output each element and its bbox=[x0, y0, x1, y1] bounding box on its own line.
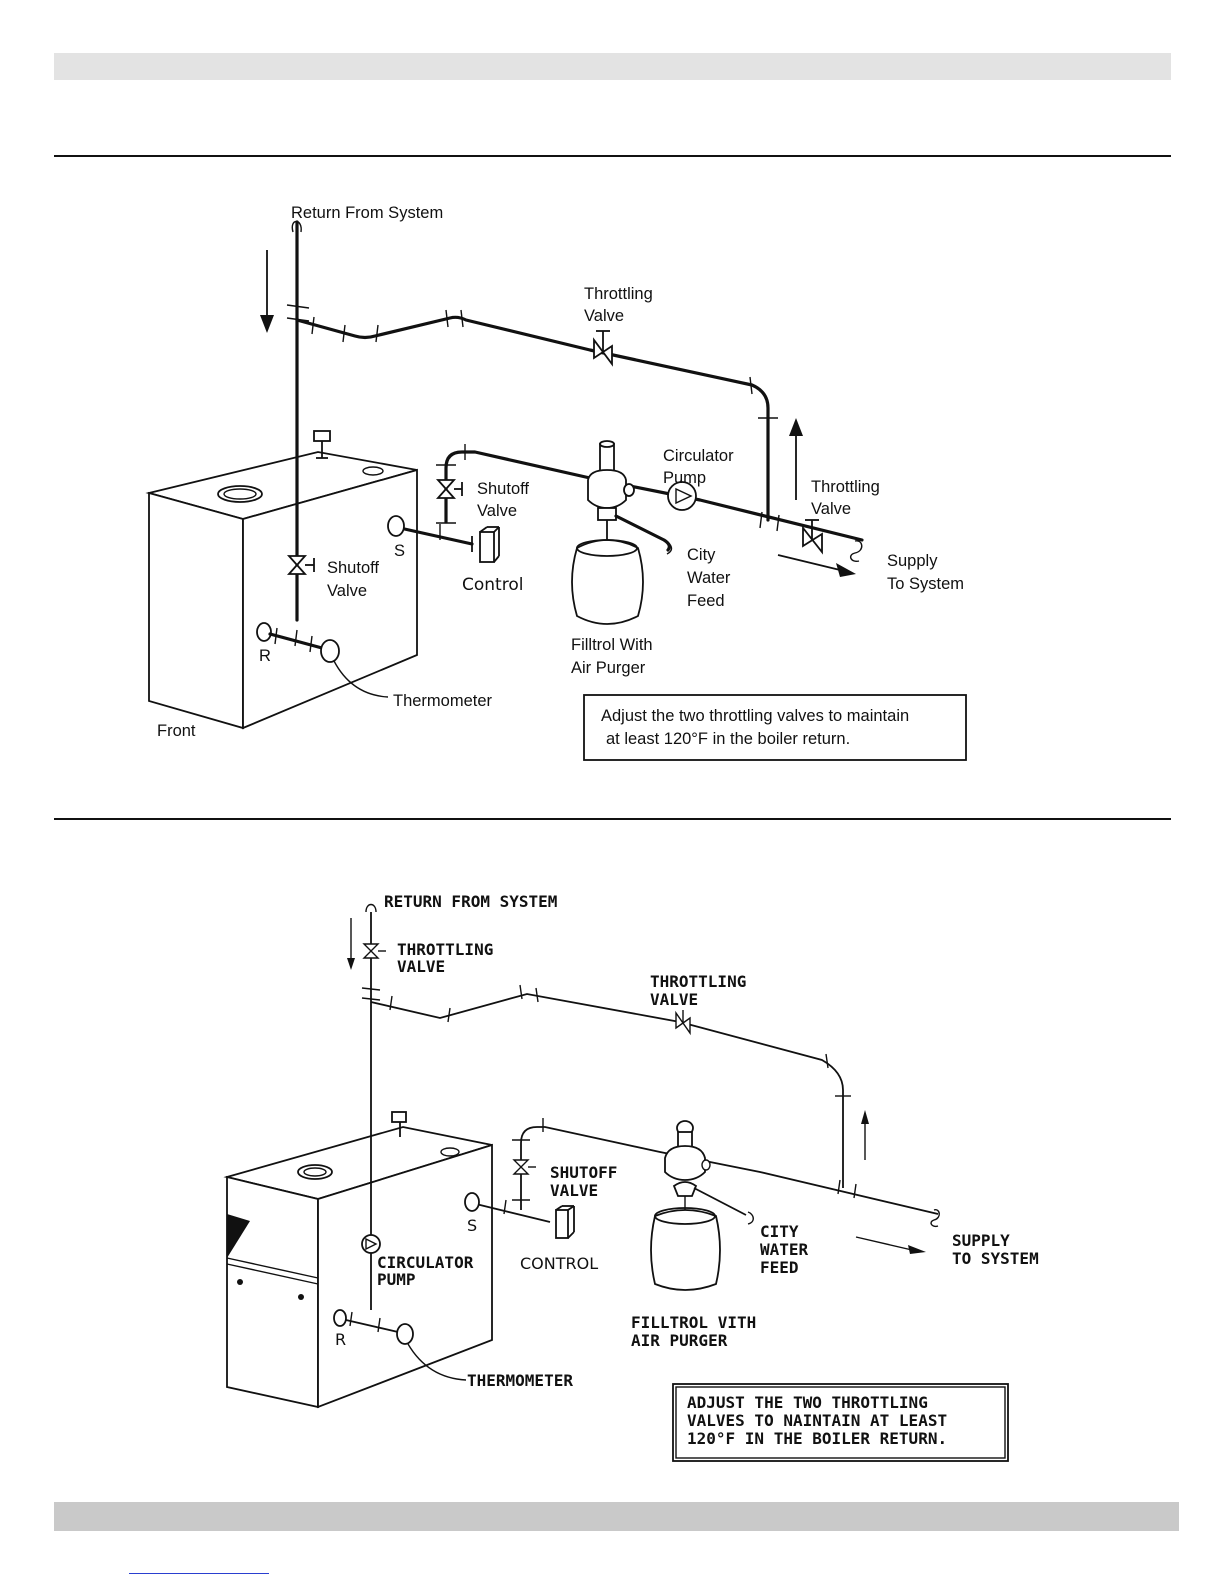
thermometer-2 bbox=[396, 1323, 414, 1345]
label-filltrol-1: Filltrol With bbox=[571, 636, 653, 654]
footer-bar bbox=[54, 1502, 1179, 1531]
label-supply-2: To System bbox=[887, 575, 964, 593]
label-filltrol-2-2: AIR PURGER bbox=[631, 1331, 728, 1350]
flow-arrow-up-2 bbox=[861, 1110, 869, 1160]
return-arrow-1 bbox=[260, 250, 274, 333]
shutoff-valve-1-right bbox=[435, 479, 463, 499]
supply-pipe-2 bbox=[520, 1126, 939, 1215]
filltrol-tank-1 bbox=[571, 539, 644, 625]
supply-pipe-1 bbox=[444, 450, 864, 542]
throttling-valve-2-left bbox=[362, 943, 386, 959]
note-2-line-2: VALVES TO NAINTAIN AT LEAST bbox=[687, 1411, 947, 1430]
label-city-water-2-1: CITY bbox=[760, 1222, 799, 1241]
label-shutoff-right-1: Shutoff bbox=[477, 480, 529, 498]
label-thermometer-2: THERMOMETER bbox=[467, 1371, 573, 1390]
throttling-valve-1-top bbox=[593, 330, 613, 367]
label-return-from-system: Return From System bbox=[291, 204, 443, 222]
label-throttling-left-1: THROTTLING bbox=[397, 940, 493, 959]
label-shutoff-2-1: SHUTOFF bbox=[550, 1163, 617, 1182]
label-front: Front bbox=[157, 722, 196, 740]
label-circulator-2: Pump bbox=[663, 469, 706, 487]
label-city-water-1: City bbox=[687, 546, 716, 564]
air-purger-2 bbox=[664, 1120, 747, 1216]
section-divider-middle bbox=[54, 818, 1171, 820]
label-circulator-2-1: CIRCULATOR bbox=[377, 1253, 474, 1272]
boiler-2 bbox=[223, 1111, 493, 1409]
label-supply-2-2: TO SYSTEM bbox=[952, 1249, 1039, 1268]
note-line-2: at least 120°F in the boiler return. bbox=[606, 730, 850, 748]
note-2-line-1: ADJUST THE TWO THROTTLING bbox=[687, 1393, 928, 1412]
label-thermometer: Thermometer bbox=[393, 692, 493, 710]
supply-connection-2 bbox=[464, 1192, 480, 1212]
label-throttling-right-2: Valve bbox=[811, 500, 851, 518]
return-connection-1 bbox=[256, 622, 272, 642]
header-bar bbox=[54, 53, 1171, 80]
filltrol-tank-2 bbox=[650, 1207, 721, 1291]
label-circulator-2-2: PUMP bbox=[377, 1270, 416, 1289]
label-filltrol-2-1: FILLTROL VITH bbox=[631, 1313, 756, 1332]
label-city-water-2: Water bbox=[687, 569, 731, 587]
boiler-1 bbox=[145, 430, 418, 730]
label-city-water-2-2: WATER bbox=[760, 1240, 809, 1259]
diagram-1: Return From System Throttling Valve Circ… bbox=[145, 204, 967, 761]
control-box-2 bbox=[555, 1205, 575, 1239]
supply-break-1 bbox=[849, 540, 863, 563]
label-shutoff-2-2: VALVE bbox=[550, 1181, 598, 1200]
label-supply-1: Supply bbox=[887, 552, 938, 570]
thermometer-1 bbox=[320, 639, 340, 663]
note-2-line-3: 120°F IN THE BOILER RETURN. bbox=[687, 1429, 947, 1448]
control-box-1 bbox=[471, 526, 500, 563]
label-control: Control bbox=[462, 575, 523, 595]
bypass-pipe-1 bbox=[295, 315, 770, 522]
circulator-pump-1 bbox=[667, 481, 697, 511]
label-city-water-3: Feed bbox=[687, 592, 725, 610]
s-outlet-pipe-1 bbox=[398, 526, 474, 546]
footer-link-underline bbox=[129, 1573, 269, 1574]
label-filltrol-2: Air Purger bbox=[571, 659, 646, 677]
label-throttling-valve-top-1: Throttling bbox=[584, 285, 653, 303]
label-shutoff-left-1: Shutoff bbox=[327, 559, 379, 577]
throttling-valve-1-right bbox=[802, 519, 823, 555]
throttling-valve-2-top bbox=[675, 1010, 691, 1036]
shutoff-valve-1-left bbox=[286, 555, 315, 575]
label-control-2: CONTROL bbox=[520, 1254, 598, 1273]
note-box-1 bbox=[583, 694, 967, 761]
label-shutoff-left-2: Valve bbox=[327, 582, 367, 600]
label-circulator-1: Circulator bbox=[663, 447, 734, 465]
supply-arrow-1 bbox=[777, 554, 856, 577]
label-shutoff-right-2: Valve bbox=[477, 502, 517, 520]
note-box-2 bbox=[672, 1383, 1009, 1462]
note-line-1: Adjust the two throttling valves to main… bbox=[601, 707, 909, 725]
supply-arrow-2 bbox=[855, 1236, 926, 1254]
label-s-2: S bbox=[467, 1216, 477, 1235]
label-s: S bbox=[394, 542, 405, 560]
label-throttling-right-1: Throttling bbox=[811, 478, 880, 496]
label-throttling-left-2: VALVE bbox=[397, 957, 445, 976]
return-connection-2 bbox=[333, 1309, 347, 1327]
label-return-from-system-2: RETURN FROM SYSTEM bbox=[384, 892, 557, 911]
air-purger-1 bbox=[587, 440, 671, 552]
label-throttling-top-2-2: VALVE bbox=[650, 990, 698, 1009]
label-supply-2-1: SUPPLY bbox=[952, 1231, 1010, 1250]
label-throttling-top-2-1: THROTTLING bbox=[650, 972, 746, 991]
supply-connection-1 bbox=[387, 515, 405, 537]
flow-arrow-up-1 bbox=[789, 418, 803, 500]
label-r: R bbox=[259, 647, 271, 665]
section-divider-top bbox=[54, 155, 1171, 157]
shutoff-valve-2 bbox=[512, 1159, 536, 1175]
diagram-2: RETURN FROM SYSTEM THROTTLING VALVE THRO… bbox=[223, 892, 1039, 1462]
label-city-water-2-3: FEED bbox=[760, 1258, 799, 1277]
return-arrow-2 bbox=[347, 918, 355, 970]
label-throttling-valve-top-2: Valve bbox=[584, 307, 624, 325]
label-r-2: R bbox=[335, 1330, 346, 1349]
bypass-pipe-2 bbox=[370, 993, 844, 1188]
